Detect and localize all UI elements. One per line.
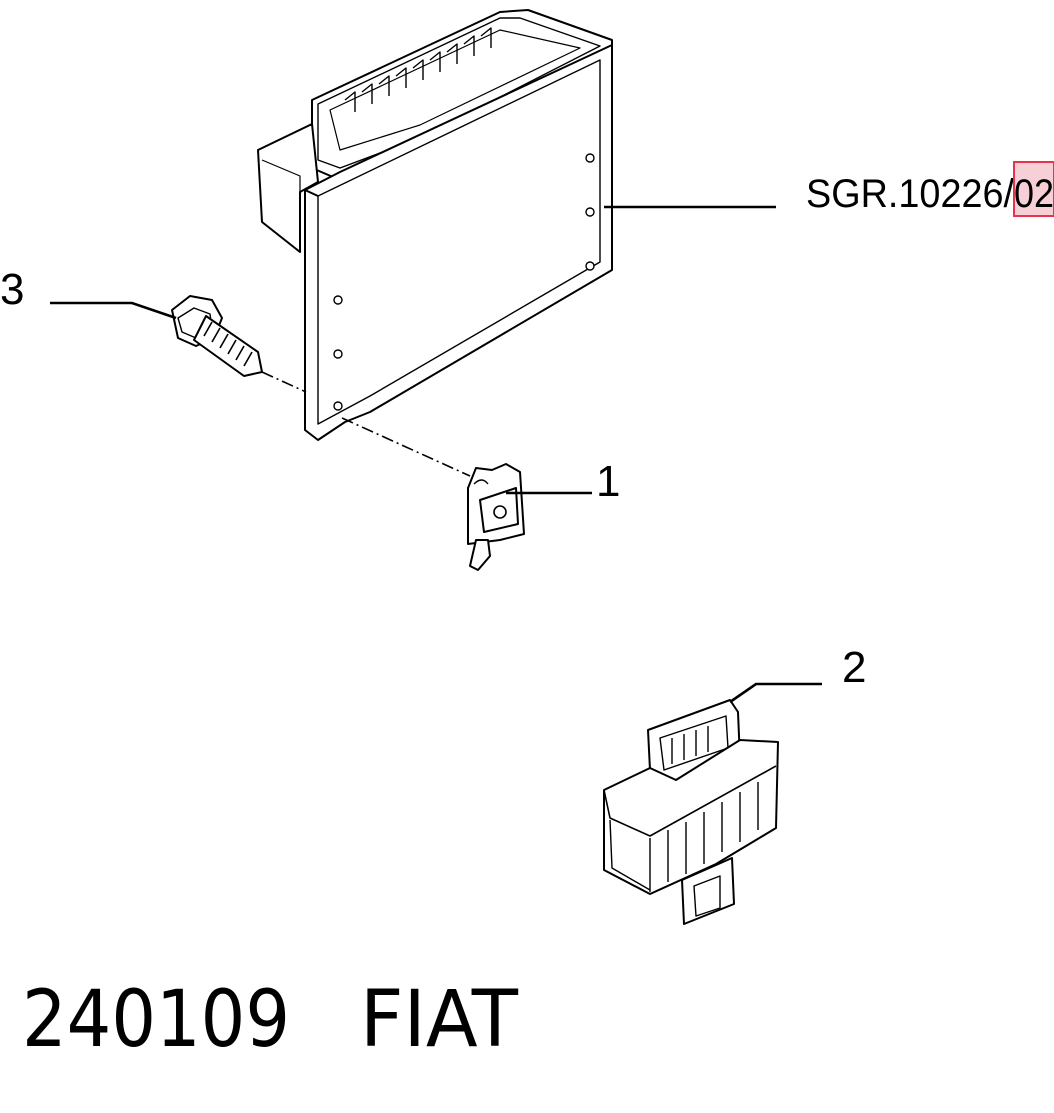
callout-part-3: 3: [0, 265, 24, 314]
control-unit-drawing: [257, 9, 613, 441]
assembly-axis-lines: [261, 371, 471, 477]
callout-part-1: 1: [596, 457, 620, 506]
reference-label: SGR.10226/ 02: [806, 161, 1054, 217]
leader-lines: [50, 205, 822, 704]
reference-prefix: SGR.10226/: [806, 172, 1015, 216]
callout-part-2: 2: [842, 643, 866, 692]
leader-line-part-2: [729, 682, 822, 704]
relay-module-drawing: [603, 699, 779, 925]
bolt-drawing: [171, 295, 263, 377]
clip-nut-drawing: [467, 463, 525, 571]
footer-code: 240109: [22, 975, 290, 1065]
highlight-box: [1013, 161, 1054, 217]
footer-brand: FIAT: [360, 975, 518, 1065]
leader-line-part-3: [50, 301, 177, 320]
reference-suffix: 02: [1014, 172, 1054, 216]
